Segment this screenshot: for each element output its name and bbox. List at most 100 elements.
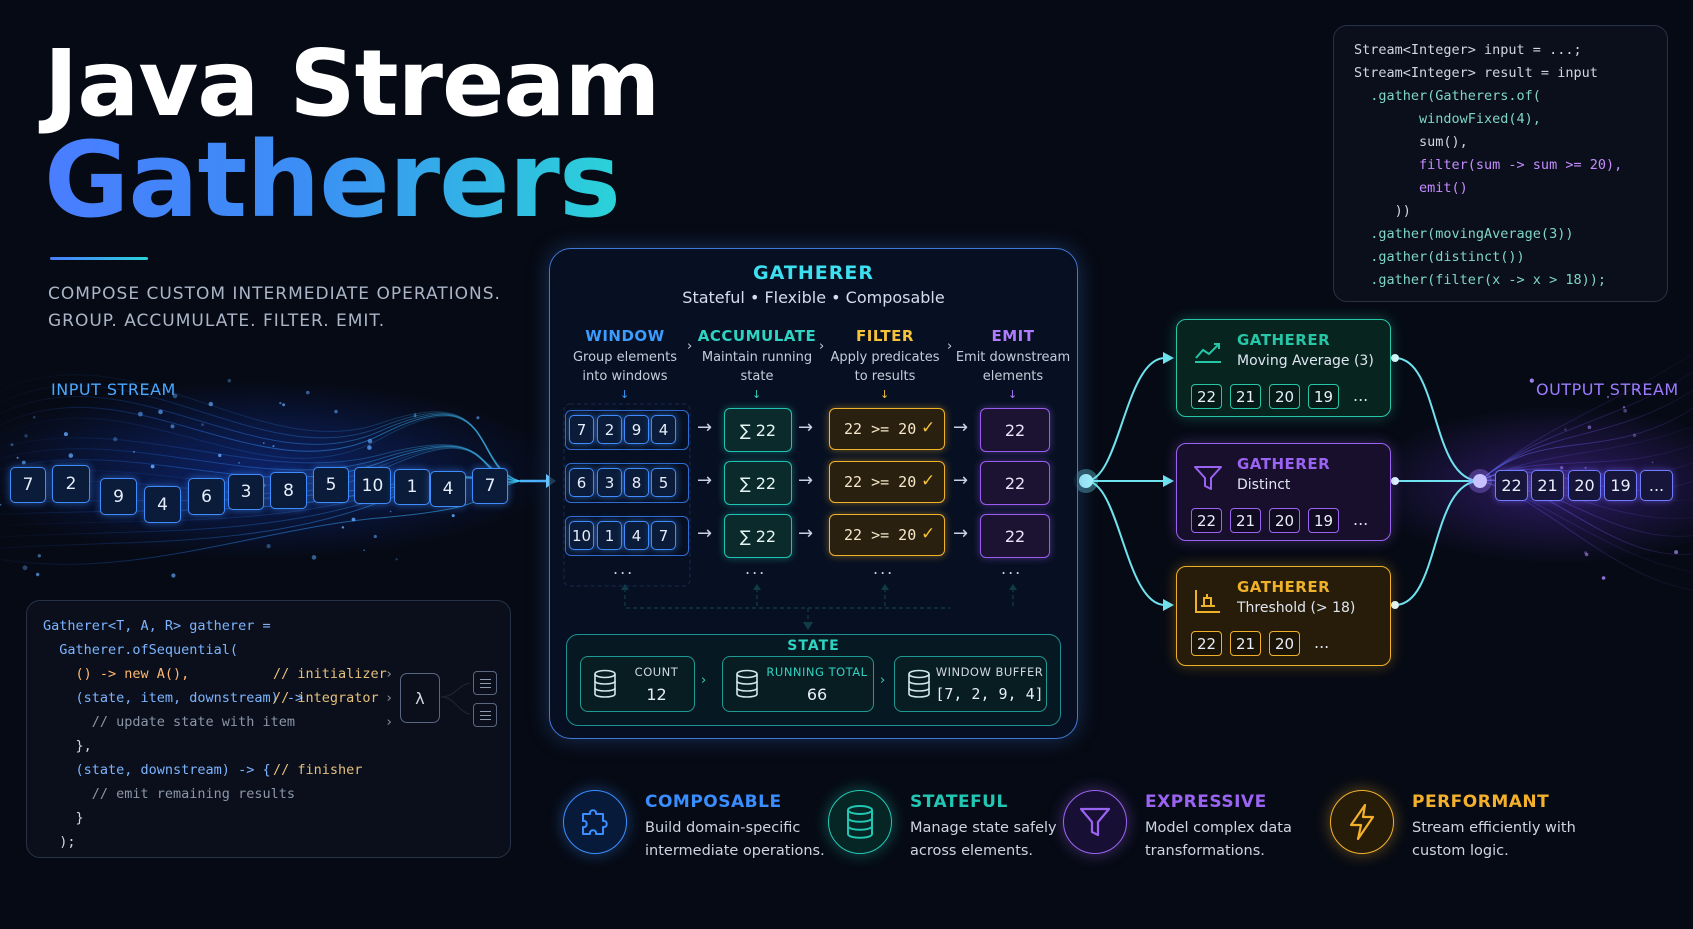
chevron-right-icon: › [819,339,825,354]
particle [37,554,41,558]
particle [238,462,240,464]
window-element: 4 [651,415,676,444]
output-list-icon [473,703,497,727]
output-element: 21 [1531,470,1564,501]
particle [218,453,222,458]
downstream-gatherer-name: Moving Average (3) [1237,353,1374,369]
downstream-gatherer-title: GATHERER [1237,331,1331,349]
check-icon: ✓ [921,524,936,544]
particle [24,434,28,438]
downstream-value: 20 [1269,631,1300,656]
particle [1584,551,1587,555]
state-card-count: COUNT 12 [580,656,695,712]
right-arrow-icon: → [953,417,969,438]
code-line: .gather(Gatherers.of( [1354,88,1541,104]
arrow-icon: › [385,714,394,730]
feature-description: Stream efficiently with [1412,820,1576,836]
particle [351,517,356,522]
right-arrow-icon: → [798,470,814,491]
particle [311,555,317,560]
particle [272,445,275,448]
stage-accumulate-title: ACCUMULATE [697,327,817,345]
window-element: 3 [597,468,622,497]
feature-title: STATEFUL [910,792,1008,812]
output-list-icon [473,671,497,695]
code-line: () -> new A(), [43,666,190,682]
feature-description: custom logic. [1412,843,1509,859]
particle [0,503,2,506]
particle [22,565,28,571]
input-element: 6 [188,478,225,515]
ellipsis: ... [1353,510,1369,529]
particle [476,416,480,420]
funnel-icon [1193,464,1223,496]
particle [306,390,310,395]
particle [373,534,377,539]
feature-description: Build domain-specific [645,820,801,836]
downstream-value: 20 [1269,384,1300,409]
down-arrow-icon: ↓ [880,388,890,401]
particle [395,558,398,561]
stream-wave [0,415,521,482]
state-card-value: [7, 2, 9, 4] [935,685,1044,703]
particle [1635,388,1639,392]
window-group [565,516,689,556]
window-element: 2 [597,415,622,444]
code-line: Gatherer.ofSequential( [43,642,239,658]
filter-expression: 22 >= 20 [844,526,917,544]
window-group [565,463,689,503]
filter-expression: 22 >= 20 [844,473,917,491]
arrow-icon: › [385,690,394,706]
input-element: 10 [354,467,391,504]
feature-description: transformations. [1145,843,1265,859]
chevron-right-icon: › [947,339,953,354]
particle [341,526,345,529]
gatherer-title: GATHERER [753,262,874,284]
particle [68,453,74,458]
right-arrow-icon: → [798,417,814,438]
particle [201,423,204,426]
particle [32,416,36,419]
state-card-label: COUNT [634,665,679,679]
state-card-value: 12 [646,685,667,704]
code-line: emit() [1354,180,1468,196]
filter-expression: 22 >= 20 [844,420,917,438]
code-comment: // emit remaining results [43,786,295,802]
window-element: 7 [569,415,594,444]
window-element: 4 [624,521,649,550]
code-line: } [43,810,84,826]
code-line: Gatherer<T, A, R> gatherer = [43,618,271,634]
window-element: 8 [624,468,649,497]
state-card-label: RUNNING TOTAL [766,665,868,679]
down-arrow-icon: ↓ [752,388,762,401]
input-stream-label: INPUT STREAM [51,380,176,399]
pipeline-code-panel: Stream<Integer> input = ...; Stream<Inte… [1333,25,1668,302]
particle [21,460,26,465]
code-line: .gather(movingAverage(3)) [1354,226,1574,242]
feature-title: COMPOSABLE [645,792,782,812]
particle [63,432,68,437]
input-element: 4 [144,486,181,523]
accumulate-sum: ∑ 22 [724,408,792,452]
input-element: 3 [228,474,264,510]
puzzle-icon [563,790,627,854]
downstream-value: 22 [1191,384,1222,409]
input-element: 9 [100,478,137,515]
subtitle-line-1: COMPOSE CUSTOM INTERMEDIATE OPERATIONS. [48,284,501,304]
code-line: .gather(distinct()) [1354,249,1525,265]
particle [133,451,135,453]
state-card-window-buffer: WINDOW BUFFER[7, 2, 9, 4] [894,656,1047,712]
ellipsis: ... [745,559,767,578]
particle [363,549,366,551]
downstream-value: 22 [1191,508,1222,533]
particle [1560,466,1564,470]
trend-chart-icon [1193,340,1223,370]
arrow-icon: › [385,666,394,682]
stage-window-description: into windows [582,369,668,384]
particle [1632,433,1637,437]
window-element: 9 [624,415,649,444]
downstream-gatherer-title: GATHERER [1237,455,1331,473]
downstream-value: 21 [1230,384,1261,409]
stage-accumulate-description: state [740,369,774,384]
